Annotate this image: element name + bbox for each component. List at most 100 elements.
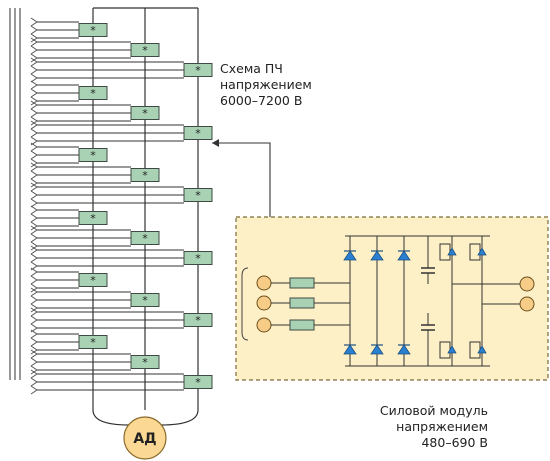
diode <box>370 344 384 355</box>
winding-arrow <box>30 357 38 367</box>
winding-arrow <box>30 25 38 35</box>
cell-box <box>183 126 213 140</box>
cell-box <box>130 168 160 182</box>
cell-box <box>183 188 213 202</box>
winding-arrow <box>30 337 38 347</box>
cell-box <box>183 251 213 265</box>
diode <box>343 250 357 261</box>
freewheel-diode <box>447 247 457 256</box>
winding-arrow <box>30 295 38 305</box>
cell-symbol: * <box>142 44 148 57</box>
cell-box <box>130 293 160 307</box>
motor-symbol: АД <box>92 409 199 460</box>
converter-label: Схема ПЧ напряжением 6000–7200 В <box>220 61 312 109</box>
freewheel-diode <box>477 345 487 354</box>
cell-symbol: * <box>142 294 148 307</box>
winding-arrow <box>30 65 38 75</box>
winding-arrow <box>30 377 38 387</box>
cell-box <box>130 355 160 369</box>
motor-lead-1 <box>92 409 130 426</box>
power-module-detail <box>235 216 549 381</box>
winding-arrow <box>30 205 38 215</box>
cell-symbol: * <box>142 232 148 245</box>
winding-arrow <box>30 108 38 118</box>
converter-label-line-3: 6000–7200 В <box>220 93 303 108</box>
winding-arrow <box>30 253 38 263</box>
winding-arrow <box>30 128 38 138</box>
cell-symbol: * <box>195 64 201 77</box>
converter-label-line-2: напряжением <box>220 77 312 92</box>
module-label-line-2: напряжением <box>396 419 488 434</box>
cell-symbol: * <box>142 169 148 182</box>
cell-box <box>78 86 108 100</box>
module-label-line-1: Силовой модуль <box>379 403 488 418</box>
freewheel-diode <box>447 345 457 354</box>
cell-box <box>130 43 160 57</box>
winding-arrow <box>30 17 38 27</box>
diode <box>370 250 384 261</box>
input-terminal <box>256 275 272 291</box>
cell-box <box>78 211 108 225</box>
input-terminal <box>256 317 272 333</box>
cell-box <box>130 106 160 120</box>
cell-symbol: * <box>142 356 148 369</box>
output-terminal <box>519 276 535 292</box>
cell-box <box>78 273 108 287</box>
cell-symbol: * <box>195 314 201 327</box>
cell-symbol: * <box>195 376 201 389</box>
winding-arrow <box>30 150 38 160</box>
cell-symbol: * <box>195 189 201 202</box>
cell-symbol: * <box>90 149 96 162</box>
cell-symbol: * <box>90 87 96 100</box>
diode <box>397 250 411 261</box>
cell-box <box>78 335 108 349</box>
transformer-windings <box>9 8 184 395</box>
module-label-line-3: 480–690 В <box>421 435 488 450</box>
input-bracket <box>241 267 249 341</box>
winding-arrow <box>30 385 38 395</box>
input-reactor <box>289 319 315 331</box>
winding-arrow <box>30 267 38 277</box>
power-cells: ****************** <box>78 23 213 389</box>
winding-arrow <box>30 88 38 98</box>
cell-box <box>130 231 160 245</box>
cell-box <box>183 63 213 77</box>
cell-symbol: * <box>142 107 148 120</box>
input-reactor <box>289 277 315 289</box>
module-panel <box>235 216 549 381</box>
cell-box <box>78 148 108 162</box>
converter-label-line-1: Схема ПЧ <box>220 61 283 76</box>
diode <box>397 344 411 355</box>
winding-arrow <box>30 190 38 200</box>
cell-symbol: * <box>90 336 96 349</box>
winding-arrow <box>30 170 38 180</box>
winding-arrow <box>30 142 38 152</box>
winding-arrow <box>30 198 38 208</box>
cell-symbol: * <box>90 24 96 37</box>
cell-symbol: * <box>195 252 201 265</box>
winding-arrow <box>30 80 38 90</box>
zoom-arrow-line <box>212 142 271 236</box>
diode <box>343 344 357 355</box>
zoom-arrowhead-left <box>212 139 219 147</box>
winding-arrow <box>30 233 38 243</box>
motor-circle <box>123 416 167 460</box>
input-terminal <box>256 295 272 311</box>
winding-arrow <box>30 275 38 285</box>
cell-symbol: * <box>90 212 96 225</box>
cell-box <box>78 23 108 37</box>
input-reactor <box>289 297 315 309</box>
cell-wiring <box>92 7 199 410</box>
freewheel-diode <box>477 247 487 256</box>
cell-box <box>183 375 213 389</box>
winding-arrow <box>30 45 38 55</box>
cell-box <box>183 313 213 327</box>
output-terminal <box>519 296 535 312</box>
winding-arrow <box>30 213 38 223</box>
motor-lead-3 <box>160 409 199 426</box>
winding-arrow <box>30 73 38 83</box>
module-label: Силовой модуль напряжением 480–690 В <box>380 403 488 451</box>
cell-symbol: * <box>195 127 201 140</box>
winding-arrow <box>30 329 38 339</box>
